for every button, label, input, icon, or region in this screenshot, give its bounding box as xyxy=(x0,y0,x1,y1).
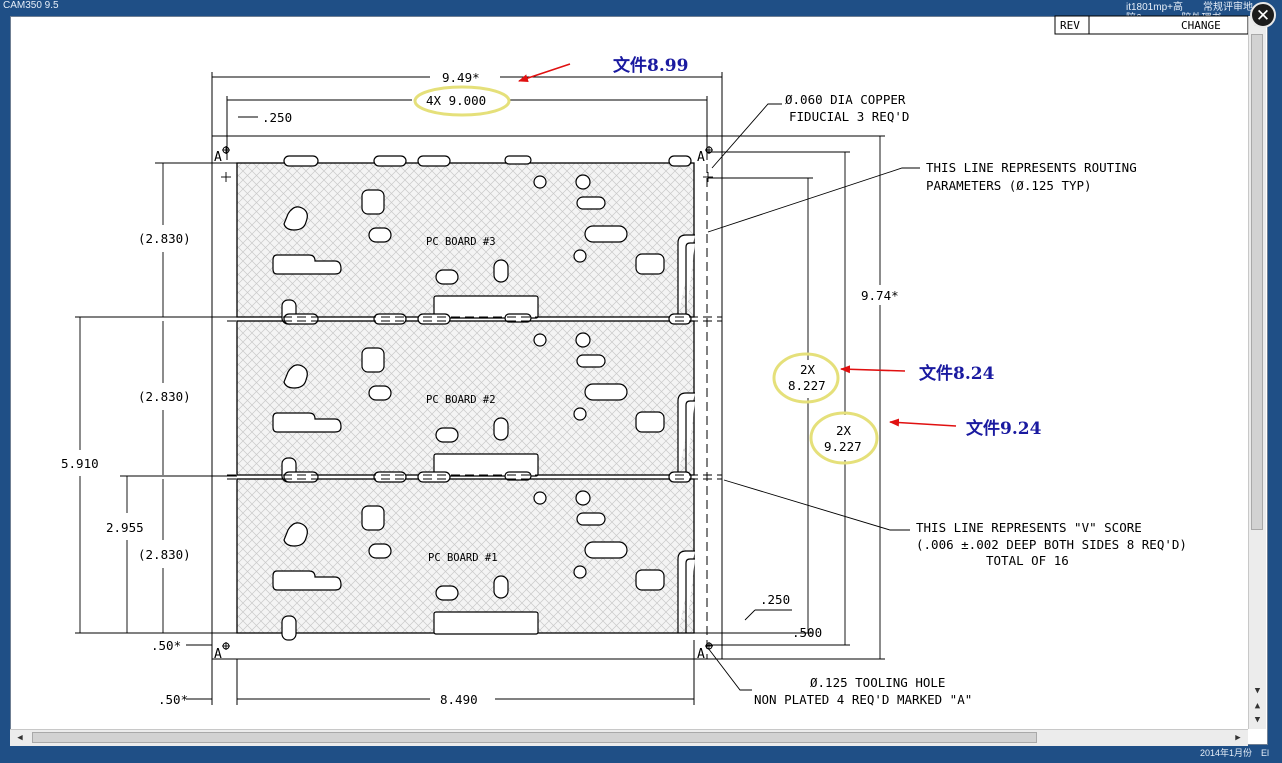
red-arrows xyxy=(518,63,957,427)
board-label-1: PC BOARD #1 xyxy=(428,552,498,564)
note-tooling-2: NON PLATED 4 REQ'D MARKED "A" xyxy=(754,692,972,707)
page-up-icon[interactable]: ▲ xyxy=(1254,701,1261,711)
note-routing-2: PARAMETERS (Ø.125 TYP) xyxy=(926,178,1092,193)
dim-5910: 5.910 xyxy=(61,456,99,471)
scroll-right-icon[interactable]: ▶ xyxy=(1235,733,1241,743)
board-label-3: PC BOARD #3 xyxy=(426,236,496,248)
background-window-text: it1801mp+高 常规评审地 xyxy=(1126,2,1253,13)
scroll-down-icon[interactable]: ▼ xyxy=(1254,686,1261,696)
window-title: CAM350 9.5 xyxy=(3,0,59,11)
note-vscore-2: (.006 ±.002 DEEP BOTH SIDES 8 REQ'D) xyxy=(916,537,1187,552)
dim-2955: 2.955 xyxy=(106,520,144,535)
marker-a-bottom-right: A xyxy=(697,647,705,662)
dim-8490: 8.490 xyxy=(440,692,478,707)
dimension-texts: 9.49* 4X 9.000 .250 (2.830) (2.830) (2.8… xyxy=(61,70,899,707)
note-routing-1: THIS LINE REPRESENTS ROUTING xyxy=(926,160,1137,175)
dim-edge-50-bottom: .50* xyxy=(158,692,188,707)
scroll-left-icon[interactable]: ◀ xyxy=(17,733,23,743)
note-fiducial-1: Ø.060 DIA COPPER xyxy=(785,92,906,107)
dim-9227-value: 9.227 xyxy=(824,439,862,454)
horizontal-scrollbar[interactable]: ◀ ▶ xyxy=(10,729,1248,746)
board-label-2: PC BOARD #2 xyxy=(426,394,496,406)
rev-block: REV CHANGE xyxy=(1054,15,1249,35)
vertical-scrollbar[interactable]: ▲ ▼ ▲ ▼ xyxy=(1248,16,1266,729)
dim-2x-8227-label: 2X xyxy=(800,362,816,377)
note-tooling-1: Ø.125 TOOLING HOLE xyxy=(810,675,945,690)
dim-edge-250-right: .250 xyxy=(760,592,790,607)
dim-edge-250-top: .250 xyxy=(262,110,292,125)
note-vscore-1: THIS LINE REPRESENTS "V" SCORE xyxy=(916,520,1142,535)
dim-overall-width: 9.49* xyxy=(442,70,480,85)
dim-board-3-height: (2.830) xyxy=(138,231,191,246)
annotation-texts: 文件8.99 文件8.24 文件9.24 xyxy=(613,55,1042,439)
change-label: CHANGE xyxy=(1181,19,1221,32)
annotation-width-file: 文件8.99 xyxy=(613,55,688,76)
dimension-lines xyxy=(75,76,885,700)
marker-a-bottom-left: A xyxy=(214,647,222,662)
annotation-8227-file: 文件8.24 xyxy=(919,363,995,384)
board-cutouts xyxy=(272,155,696,641)
annotation-9227-file: 文件9.24 xyxy=(966,418,1042,439)
board-labels: PC BOARD #3 PC BOARD #2 PC BOARD #1 xyxy=(426,236,498,564)
vertical-scroll-thumb[interactable] xyxy=(1251,34,1263,530)
marker-a-top-right: A xyxy=(697,150,705,165)
dim-overall-height: 9.74* xyxy=(861,288,899,303)
dim-4x-9000: 4X 9.000 xyxy=(426,93,486,108)
note-fiducial-2: FIDUCIAL 3 REQ'D xyxy=(789,109,909,124)
tooling-markers: A A A A xyxy=(214,146,713,662)
taskbar-date-text: 2014年1月份 El xyxy=(1200,748,1270,758)
panel-outline xyxy=(211,135,723,660)
highlight-ellipses xyxy=(413,85,879,465)
dim-board-1-height: (2.830) xyxy=(138,547,191,562)
rev-label: REV xyxy=(1060,19,1080,32)
marker-a-top-left: A xyxy=(214,150,222,165)
dim-500: .500 xyxy=(792,625,822,640)
page-down-icon[interactable]: ▼ xyxy=(1254,715,1261,725)
leader-lines xyxy=(707,103,920,691)
dim-board-2-height: (2.830) xyxy=(138,389,191,404)
v-score-lines xyxy=(227,136,722,659)
dim-8227-value: 8.227 xyxy=(788,378,826,393)
dim-edge-50-left: .50* xyxy=(151,638,181,653)
drawing-notes: Ø.060 DIA COPPER FIDUCIAL 3 REQ'D THIS L… xyxy=(754,92,1187,707)
note-vscore-3: TOTAL OF 16 xyxy=(986,553,1069,568)
horizontal-scroll-thumb[interactable] xyxy=(32,732,1037,743)
close-icon[interactable]: ✕ xyxy=(1250,2,1276,28)
dim-2x-9227-label: 2X xyxy=(836,423,852,438)
